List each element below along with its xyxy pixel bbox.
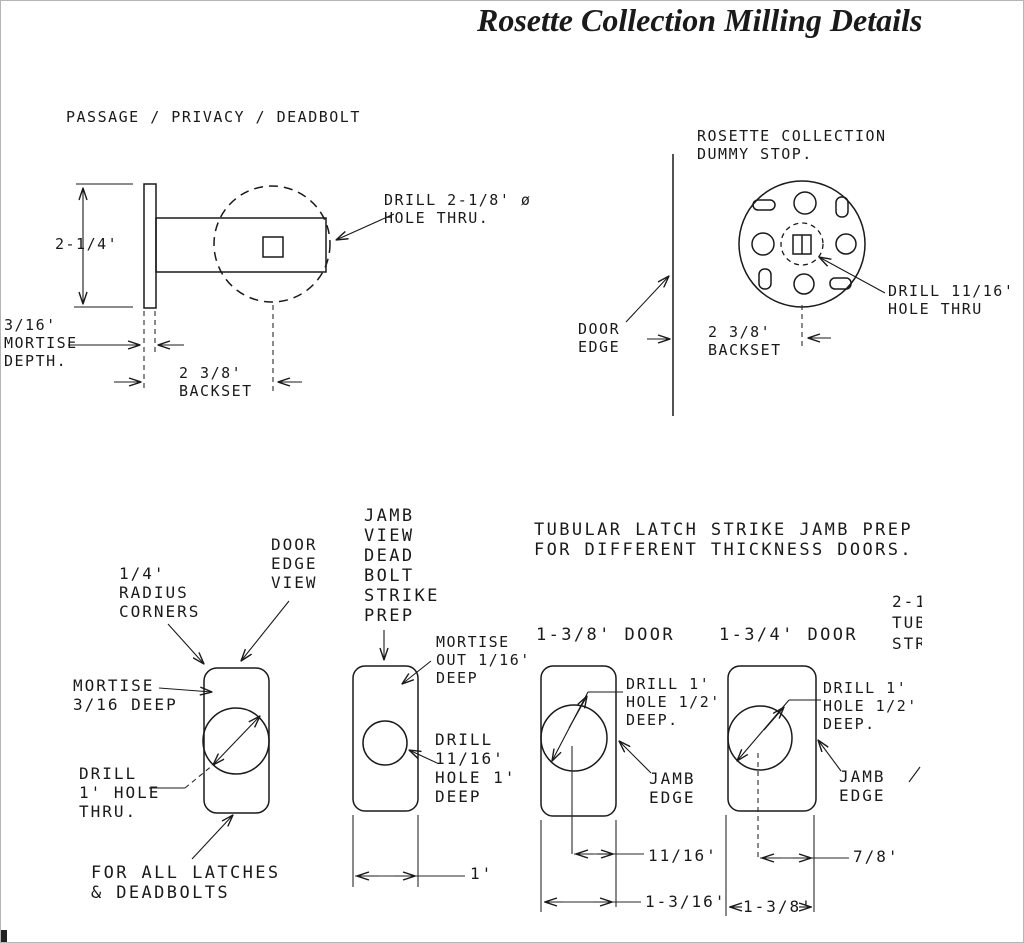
bore-hole-dashed-circle: [214, 186, 330, 302]
drill-note: DRILL 1' HOLE THRU.: [79, 764, 161, 821]
drill-leader-arrow: [409, 750, 437, 763]
drill-note: DRILL 11/16' HOLE 1' DEEP: [435, 730, 517, 806]
spindle-hole: [263, 237, 283, 257]
drill-note: DRILL 1' HOLE 1/2' DEEP.: [823, 679, 918, 733]
offset-dim-label: 11/16': [648, 846, 718, 865]
drill-hole-circle: [203, 708, 269, 774]
deadbolt-strike-diagram: [353, 630, 465, 887]
tubular-strike-heading: TUBULAR LATCH STRIKE JAMB PREP FOR DIFFE…: [534, 520, 914, 560]
door-edge-view-leader-arrow: [241, 601, 289, 661]
passage-heading: PASSAGE / PRIVACY / DEADBOLT: [66, 108, 361, 126]
drill-note: DRILL 11/16' HOLE THRU: [888, 282, 1015, 318]
drill-note: DRILL 2-1/8' ø HOLE THRU.: [384, 191, 532, 227]
width-dim-label: 1-3/16': [645, 892, 727, 911]
mortise-depth-note: 3/16' MORTISE DEPTH.: [4, 316, 78, 370]
strike-outline: [541, 666, 616, 816]
strike-outline: [728, 666, 816, 811]
door-134-label: 1-3/4' DOOR: [719, 625, 858, 645]
door-edge-leader-arrow: [626, 276, 669, 322]
tubular-strike-138-diagram: [541, 666, 651, 912]
door-edge-view-label: DOOR EDGE VIEW: [271, 535, 318, 592]
backset-note: 2 3/8' BACKSET: [708, 323, 782, 359]
width-dim-label: 1': [470, 864, 494, 883]
jamb-edge-label: JAMB EDGE: [649, 769, 696, 807]
jamb-edge-leader-arrow: [818, 740, 841, 771]
caption-leader-arrow: [192, 815, 233, 859]
offset-dim-label: 7/8': [853, 847, 900, 866]
jamb-view-heading: JAMB VIEW DEAD BOLT STRIKE PREP: [364, 506, 440, 626]
tubular-strike-134-diagram: [726, 666, 920, 916]
scan-artifact: [1, 930, 7, 942]
door-138-label: 1-3/8' DOOR: [536, 625, 675, 645]
strike-hole-circle: [363, 721, 407, 765]
latches-deadbolts-caption: FOR ALL LATCHES & DEADBOLTS: [91, 863, 281, 903]
jamb-edge-label: JAMB EDGE: [839, 767, 886, 805]
clipped-leader-tick: [909, 767, 920, 782]
mortise-leader-arrow: [159, 688, 212, 692]
door-edge-label: DOOR EDGE: [578, 320, 621, 356]
dummy-stop-heading: ROSETTE COLLECTION DUMMY STOP.: [697, 127, 887, 163]
mortise-deep-note: MORTISE 3/16 DEEP: [73, 676, 178, 714]
jamb-edge-leader-arrow: [619, 741, 651, 773]
latch-faceplate: [144, 184, 156, 308]
clipped-label: 2-1 TUB STR: [892, 592, 922, 653]
width-dim-label: 1-3/8': [743, 897, 813, 916]
passage-latch-diagram: [68, 184, 394, 391]
mortise-out-leader-arrow: [402, 661, 431, 684]
radius-corners-note: 1/4' RADIUS CORNERS: [119, 564, 201, 621]
drill-hole-circle: [728, 706, 792, 770]
page-title: Rosette Collection Milling Details: [477, 2, 923, 38]
drill-hole-circle: [541, 705, 607, 771]
backset-note: 2 3/8' BACKSET: [179, 364, 253, 400]
radius-leader-arrow: [168, 624, 204, 664]
mortise-out-note: MORTISE OUT 1/16' DEEP: [436, 633, 531, 687]
height-dim-label: 2-1/4': [55, 235, 119, 253]
latch-body: [156, 218, 326, 272]
drill-leader-arrow: [336, 214, 394, 240]
drill-note: DRILL 1' HOLE 1/2' DEEP.: [626, 675, 721, 729]
latch-mortise-diagram: [149, 601, 289, 859]
dummy-stop-diagram: [626, 154, 885, 416]
center-drill-leader-arrow: [819, 257, 885, 293]
